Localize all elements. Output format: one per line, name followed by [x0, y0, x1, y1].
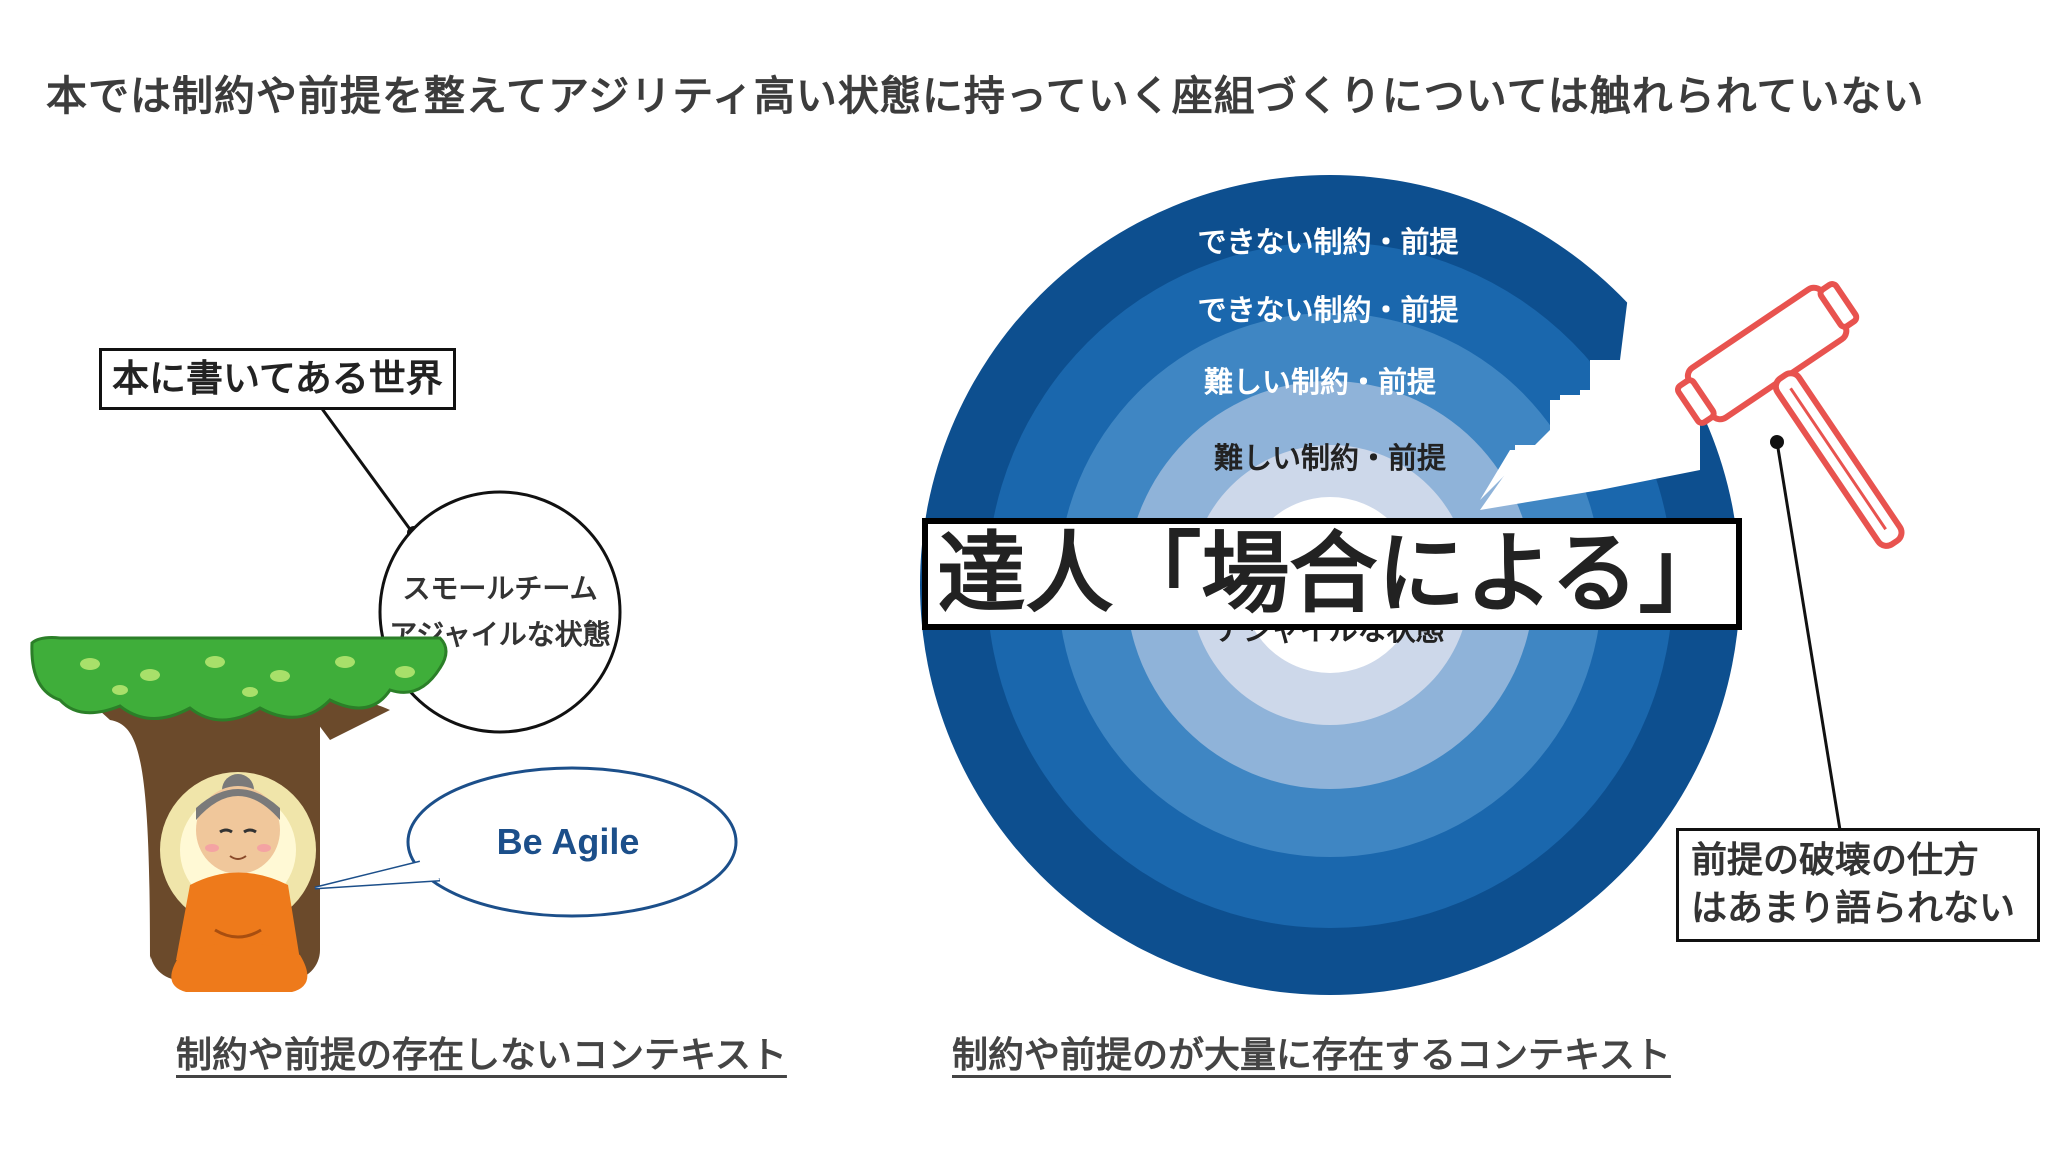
- master-label: 達人「場合による」: [922, 518, 1742, 630]
- buddha-icon: [160, 772, 316, 992]
- hammer-icon: [1674, 281, 1905, 549]
- book-label-connector: [318, 405, 414, 533]
- speech-bubble: [314, 766, 738, 918]
- page-title: 本では制約や前提を整えてアジリティ高い状態に持っていく座組づくりについては触れら…: [46, 72, 1925, 120]
- ring-label-4: 難しい制約・前提: [1214, 441, 1447, 475]
- speech-text: Be Agile: [497, 821, 640, 862]
- destroy-label-line2: はあまり語られない: [1691, 888, 2016, 929]
- book-world-label: 本に書いてある世界: [99, 348, 456, 410]
- connector-dot-right: [1770, 435, 1784, 449]
- ring-label-1: できない制約・前提: [1197, 225, 1459, 259]
- stairs-icon: [1480, 345, 1700, 510]
- destroy-label: 前提の破壊の仕方 はあまり語られない: [1676, 828, 2040, 942]
- destroy-connector: [1775, 441, 1842, 831]
- thought-bubble: [378, 490, 622, 734]
- thought-text-1: スモールチーム: [402, 572, 597, 605]
- left-caption: 制約や前提の存在しないコンテキスト: [176, 1035, 787, 1076]
- ring-label-3: 難しい制約・前提: [1204, 365, 1437, 399]
- right-caption: 制約や前提のが大量に存在するコンテキスト: [952, 1035, 1671, 1076]
- ring-label-2: できない制約・前提: [1197, 293, 1459, 327]
- destroy-label-line1: 前提の破壊の仕方: [1691, 840, 1980, 881]
